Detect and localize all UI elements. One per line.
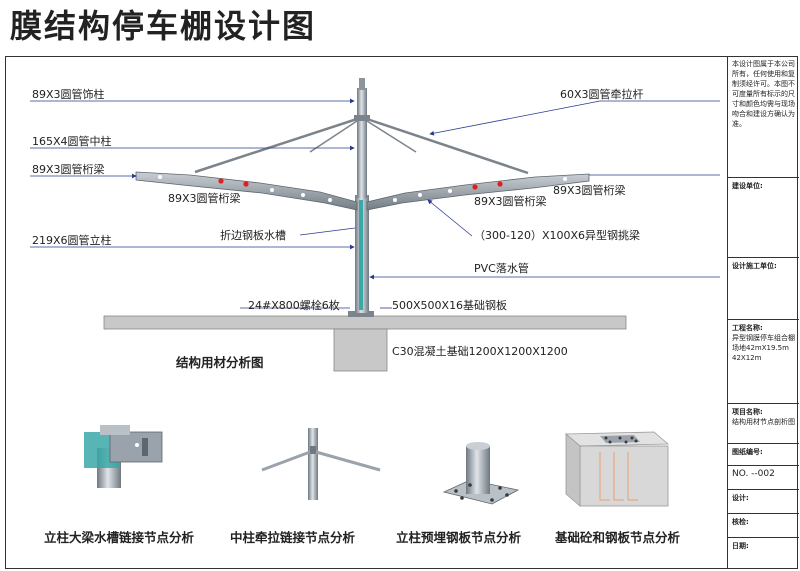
- concrete-footing: [333, 328, 388, 372]
- date-label: 日期:: [732, 542, 749, 550]
- detail-concrete-plate: [564, 431, 670, 507]
- tie-rod-right: [366, 117, 529, 175]
- client-label: 建设单位:: [728, 178, 799, 258]
- ground-slab: [103, 315, 627, 330]
- project-size-1: 场地42mX19.5m: [732, 344, 789, 352]
- drawing-no-label: 图纸编号:: [728, 444, 799, 466]
- project-cell: 工程名称: 异型钢膜停车组合棚 场地42mX19.5m 42X12m: [728, 320, 799, 404]
- item-cell: 项目名称: 结构用材节点剖析图: [728, 404, 799, 444]
- title-block: 本设计图属于本公司所有，任何使用和复制须经许可。本图不可度量所有标示的尺寸和颜色…: [727, 56, 799, 569]
- tie-rod-left: [194, 117, 358, 174]
- project-name: 异型钢膜停车组合棚: [732, 334, 795, 342]
- label-drain-pipe: PVC落水管: [474, 262, 529, 275]
- column-cap: [359, 78, 365, 90]
- check-label: 核检:: [728, 514, 799, 538]
- label-upright-column: 219X6圆管立柱: [32, 234, 112, 247]
- page-title: 膜结构停车棚设计图: [10, 7, 317, 45]
- tie-rod-inner-right: [366, 120, 417, 153]
- item-label: 项目名称:: [732, 408, 763, 416]
- label-center-column: 165X4圆管中柱: [32, 135, 112, 148]
- center-column: [357, 88, 367, 198]
- project-size-2: 42X12m: [732, 354, 762, 362]
- beam-holes: [158, 175, 567, 202]
- drawing-frame: [5, 56, 798, 569]
- detail-column-beam-gutter: [84, 425, 163, 488]
- label-concrete-footing: C30混凝土基础1200X1200X1200: [392, 345, 568, 358]
- gutter-pipe: [359, 200, 363, 310]
- label-anchor-bolts: 24#X800螺栓6枚: [248, 299, 340, 312]
- beam-left: [135, 171, 358, 211]
- detail-caption-2: 中柱牵拉链接节点分析: [230, 530, 356, 545]
- project-label: 工程名称:: [732, 324, 763, 332]
- detail-embedded-plate: [442, 442, 520, 505]
- contractor-label: 设计施工单位:: [728, 258, 799, 320]
- leader-lines: [30, 98, 720, 309]
- tie-rod-inner-left: [309, 120, 358, 153]
- label-tie-rod: 60X3圆管牵拉杆: [560, 88, 644, 101]
- design-label: 设计:: [728, 490, 799, 514]
- label-truss-beam-left: 89X3圆管桁梁: [32, 163, 105, 176]
- red-markers: [218, 178, 503, 190]
- copyright-note: 本设计图属于本公司所有，任何使用和复制须经许可。本图不可度量所有标示的尺寸和颜色…: [728, 56, 799, 178]
- label-truss-beam-inner-left: 89X3圆管桁梁: [168, 192, 241, 205]
- collar-top: [354, 115, 370, 121]
- label-truss-beam-inner-right: 89X3圆管桁梁: [474, 195, 547, 208]
- base-plate: [348, 311, 374, 317]
- beam-right: [366, 173, 590, 211]
- detail-caption-4: 基础砼和钢板节点分析: [555, 530, 681, 545]
- detail-caption-1: 立柱大梁水槽链接节点分析: [44, 530, 195, 545]
- structure-caption: 结构用材分析图: [176, 355, 264, 370]
- label-truss-beam-right: 89X3圆管桁梁: [553, 184, 626, 197]
- detail-center-column-tie: [261, 428, 381, 500]
- label-cantilever-beam: （300-120）X100X6异型钢挑梁: [474, 229, 641, 242]
- detail-caption-3: 立柱预埋钢板节点分析: [396, 530, 522, 545]
- label-base-plate: 500X500X16基础钢板: [392, 299, 508, 312]
- item-name: 结构用材节点剖析图: [732, 418, 795, 426]
- drawing-no: NO. --002: [728, 466, 799, 490]
- label-gutter: 折边钢板水槽: [220, 229, 286, 242]
- label-deco-column: 89X3圆管饰柱: [32, 88, 105, 101]
